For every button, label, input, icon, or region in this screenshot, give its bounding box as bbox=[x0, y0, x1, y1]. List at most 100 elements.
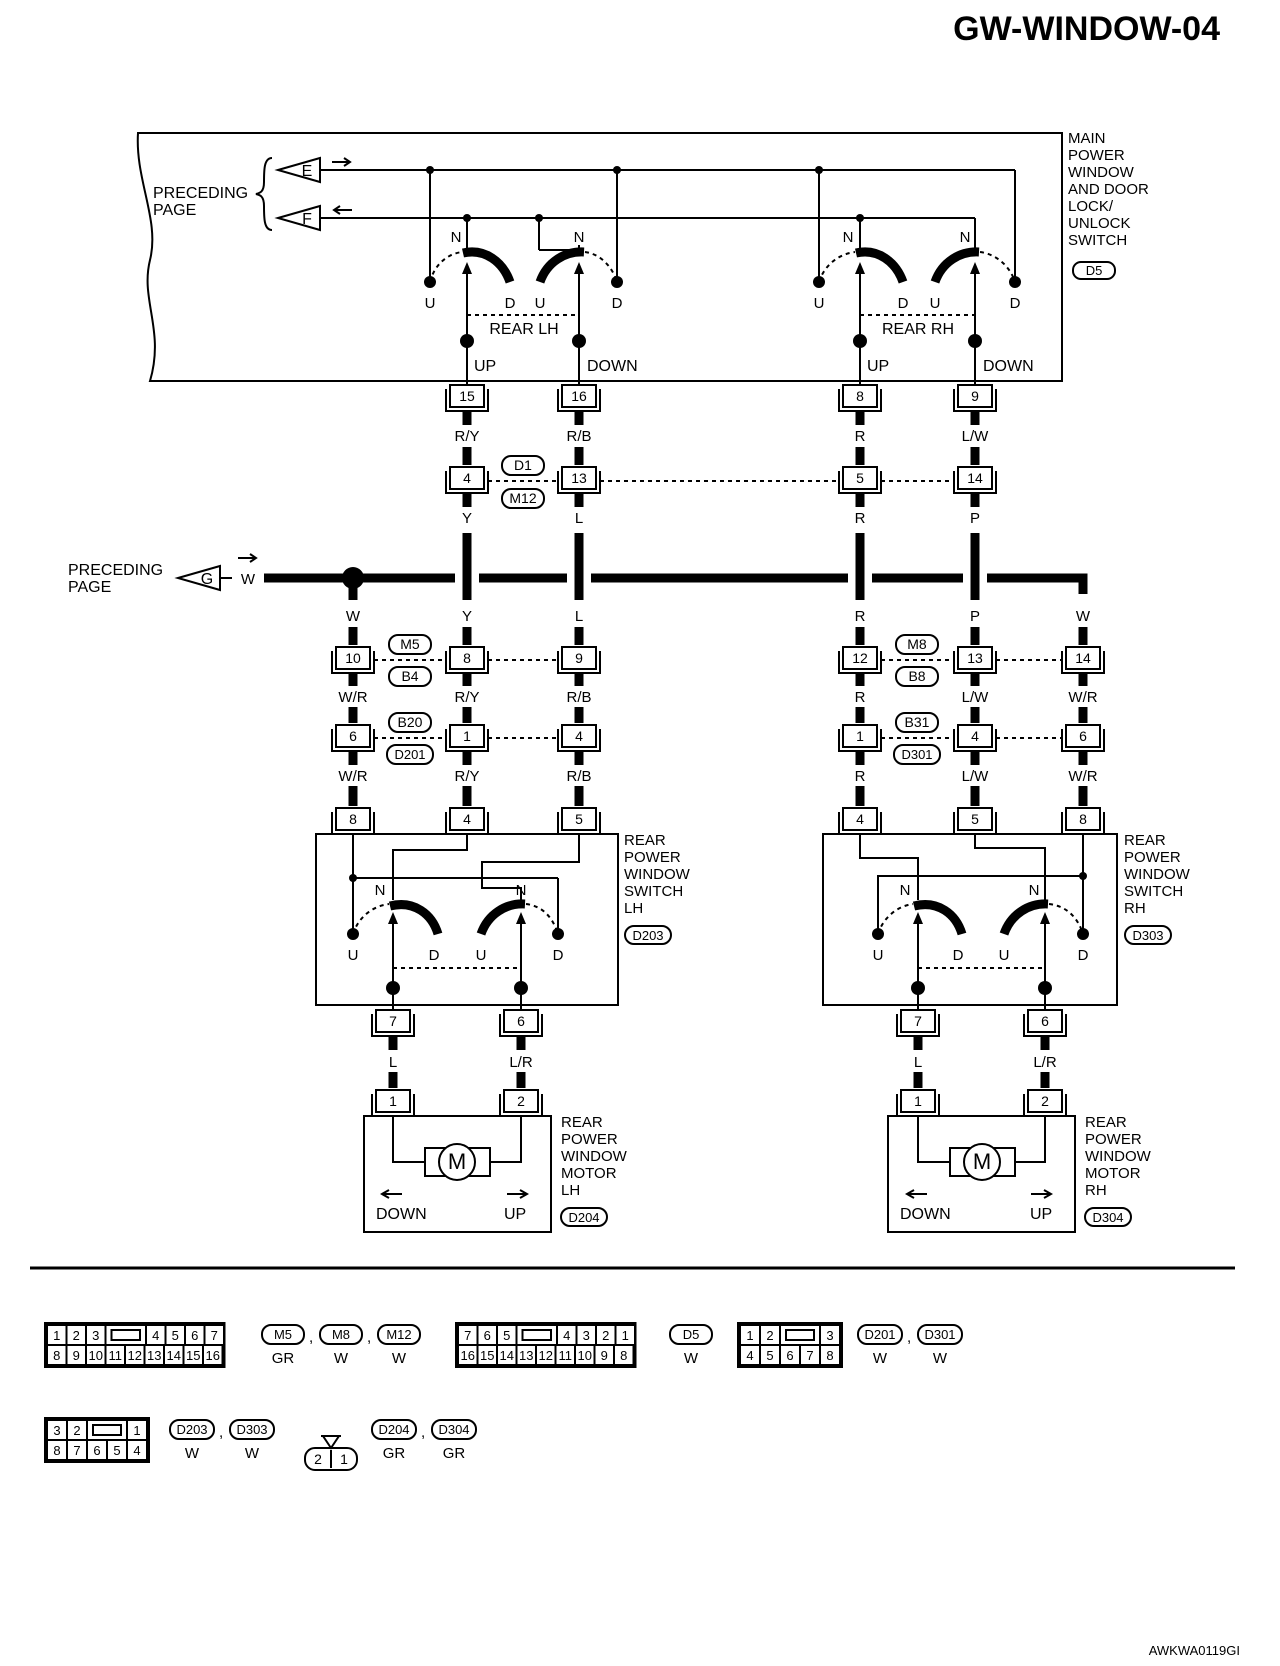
main-lh-down-label: DOWN bbox=[587, 358, 638, 375]
sw-rh-u-2: U bbox=[999, 947, 1010, 964]
rear-switch-rh: 4 5 8 REAR POWER WINDOW SWITCH RH D303 N… bbox=[822, 807, 1191, 1037]
legend-16b-pin-label: 9 bbox=[601, 1348, 608, 1363]
sw-rh-label-1: REAR bbox=[1124, 832, 1166, 849]
m8-pin-12: 12 bbox=[852, 650, 868, 666]
legend-16b-pin-label: 8 bbox=[620, 1348, 627, 1363]
legend-16a-pin-label: 13 bbox=[147, 1348, 161, 1363]
legend-8b-outline bbox=[44, 1417, 150, 1463]
rear-motor-rh: 1 2 M DOWN UP REAR POWER WINDOW MOTOR RH… bbox=[887, 1089, 1152, 1233]
sw-lh-n-2: N bbox=[516, 882, 527, 899]
sw-lh-label-4: SWITCH bbox=[624, 883, 683, 900]
motor-rh-pin-2: 2 bbox=[1041, 1093, 1049, 1109]
legend-16a-pin-label: 10 bbox=[89, 1348, 103, 1363]
preceding-page-label-1: PRECEDING bbox=[153, 185, 248, 202]
b31-pin-1: 1 bbox=[856, 728, 864, 744]
legend-16b-pin-label: 1 bbox=[622, 1328, 629, 1343]
sw-lh-pin-4: 4 bbox=[463, 811, 471, 827]
wire-l-mid: L bbox=[575, 510, 583, 527]
main-lh-u-1: U bbox=[425, 295, 436, 312]
main-lh-u-2: U bbox=[535, 295, 546, 312]
legend-2pin-comma: , bbox=[421, 1424, 425, 1441]
pin-16: 16 bbox=[571, 388, 587, 404]
legend-16a-tag-label: M5 bbox=[274, 1327, 292, 1342]
d1-pin-13: 13 bbox=[571, 470, 587, 486]
wire-b-lh-1: W/R bbox=[338, 689, 367, 706]
motor-lh-label-3: WINDOW bbox=[561, 1148, 628, 1165]
wire-d-lh-3: R/B bbox=[566, 768, 591, 785]
wire-r-mid: R bbox=[855, 510, 866, 527]
page-title: GW-WINDOW-04 bbox=[953, 10, 1220, 48]
main-switch-pins: 15 16 8 9 bbox=[445, 384, 997, 412]
motor-lh-down: DOWN bbox=[376, 1206, 427, 1223]
sw-lh-pin-5: 5 bbox=[575, 811, 583, 827]
wires-mid: Y L R P bbox=[462, 493, 980, 600]
legend-16b-pin-label: 10 bbox=[578, 1348, 592, 1363]
wire-y-mid: Y bbox=[462, 510, 472, 527]
main-lh-n-2: N bbox=[574, 229, 585, 246]
b31-pin-4: 4 bbox=[971, 728, 979, 744]
legend-16a-color-label: W bbox=[334, 1350, 349, 1367]
legend-8a-pin-label: 1 bbox=[746, 1328, 753, 1343]
main-switch-label-4: AND DOOR bbox=[1068, 181, 1149, 198]
wire-l-w-top: L/W bbox=[962, 428, 990, 445]
bus-preceding-label-1: PRECEDING bbox=[68, 562, 163, 579]
sw-lh-connector-id: D203 bbox=[632, 928, 663, 943]
figure-code: AWKWA0119GI bbox=[1149, 1643, 1240, 1658]
rear-switch-lh: 8 4 5 REAR POWER WINDOW SWITCH LH D203 N… bbox=[315, 807, 691, 1037]
legend-16b-pin-label: 15 bbox=[480, 1348, 494, 1363]
legend-8b-pin-label: 8 bbox=[53, 1443, 60, 1458]
drop-r-rh: R bbox=[855, 608, 866, 625]
drop-p-rh: P bbox=[970, 608, 980, 625]
motor-lh-connector-id: D204 bbox=[568, 1210, 599, 1225]
bus-drops: W Y L R P W bbox=[346, 608, 1091, 645]
main-rh-down-label: DOWN bbox=[983, 358, 1034, 375]
legend-8a-comma: , bbox=[907, 1329, 911, 1346]
main-switch-connector-id: D5 bbox=[1086, 263, 1103, 278]
legend-8b-pin-label: 3 bbox=[53, 1423, 60, 1438]
sw-rh-label-2: POWER bbox=[1124, 849, 1181, 866]
legend-2pin-tag-label: D204 bbox=[378, 1422, 409, 1437]
legend-8b-pin-cell bbox=[126, 1419, 148, 1441]
sw-lh-n-1: N bbox=[375, 882, 386, 899]
conn-d1: D1 bbox=[514, 457, 532, 473]
main-rh-n-1: N bbox=[843, 229, 854, 246]
sw-lh-pin-7: 7 bbox=[389, 1013, 397, 1029]
main-switch-label-2: POWER bbox=[1068, 147, 1125, 164]
legend-16a-lock-tab bbox=[110, 1329, 141, 1341]
legend-16b-pin-label: 13 bbox=[519, 1348, 533, 1363]
legend-16a-tag-label: M8 bbox=[332, 1327, 350, 1342]
conn-b8: B8 bbox=[908, 668, 925, 684]
wire-d-lh-2: R/Y bbox=[454, 768, 479, 785]
legend-8a-pin-label: 8 bbox=[826, 1348, 833, 1363]
legend-16a-tag bbox=[261, 1324, 305, 1345]
legend-8a-lock-tab bbox=[785, 1329, 815, 1341]
wire-b-lh-2: R/Y bbox=[454, 689, 479, 706]
legend-8a-tag bbox=[917, 1324, 963, 1345]
legend-8b-tag bbox=[229, 1419, 275, 1440]
motor-lh-label-5: LH bbox=[561, 1182, 580, 1199]
m8-pin-13: 13 bbox=[967, 650, 983, 666]
motor-lh-label-2: POWER bbox=[561, 1131, 618, 1148]
legend-16b-pin-label: 5 bbox=[503, 1328, 510, 1343]
legend-2pin-tag-label: D304 bbox=[438, 1422, 469, 1437]
legend-8b-pin-label: 5 bbox=[113, 1443, 120, 1458]
legend-8b-tag-label: D303 bbox=[236, 1422, 267, 1437]
main-switch-label-3: WINDOW bbox=[1068, 164, 1135, 181]
wire-d-rh-3: W/R bbox=[1068, 768, 1097, 785]
motor-rh-connector-id: D304 bbox=[1092, 1210, 1123, 1225]
legend-2pin-key bbox=[321, 1435, 341, 1450]
motor-rh-m: M bbox=[973, 1149, 991, 1174]
legend-8b-color-label: W bbox=[185, 1445, 200, 1462]
motor-rh-label-3: WINDOW bbox=[1085, 1148, 1152, 1165]
wire-b-rh-2: L/W bbox=[962, 689, 990, 706]
legend-16b-pin-label: 16 bbox=[461, 1348, 475, 1363]
wire-r-b-top: R/B bbox=[566, 428, 591, 445]
legend-8a-tag bbox=[857, 1324, 903, 1345]
legend-2pin-tag bbox=[431, 1419, 477, 1440]
legend-16a-color-label: W bbox=[392, 1350, 407, 1367]
conn-d201: D201 bbox=[394, 747, 425, 762]
conn-b20: B20 bbox=[398, 714, 423, 730]
main-switch-label-1: MAIN bbox=[1068, 130, 1106, 147]
drop-y-lh: Y bbox=[462, 608, 472, 625]
